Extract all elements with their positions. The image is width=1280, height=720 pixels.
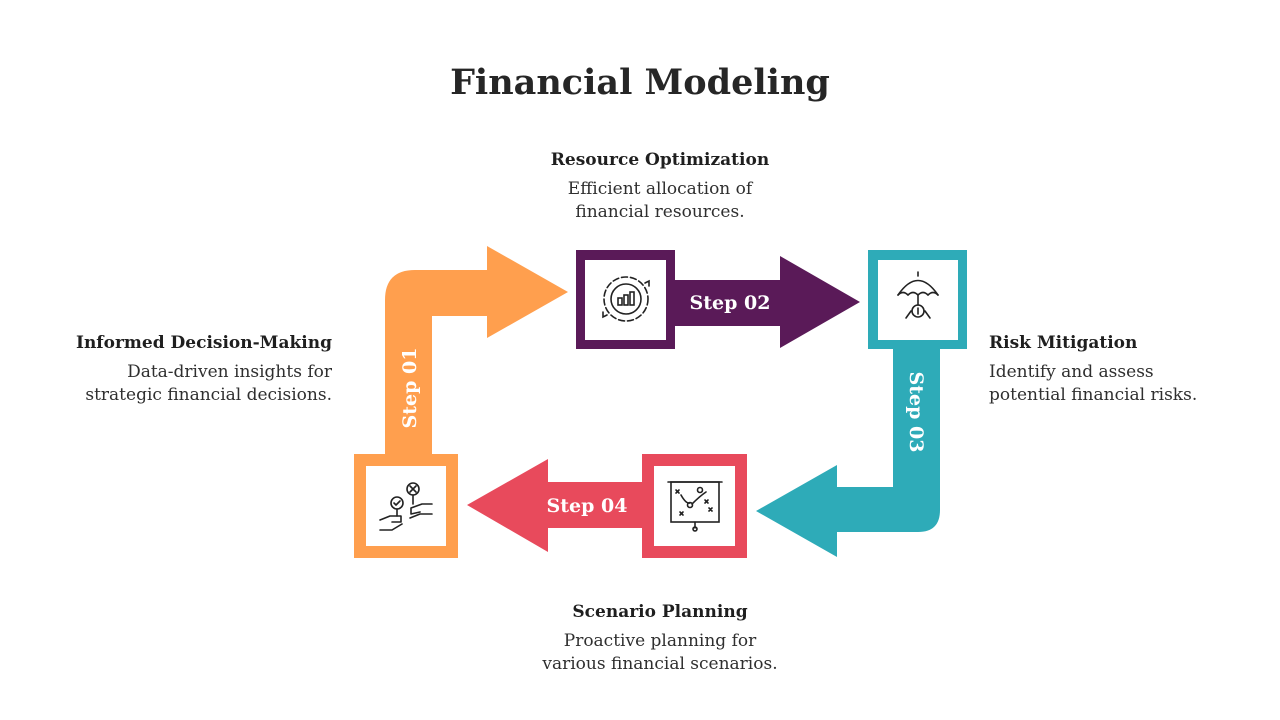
step-01-heading: Informed Decision-Making xyxy=(76,333,332,353)
step-03-text: Risk Mitigation Identify and assess pote… xyxy=(989,333,1269,407)
step-02-description: Efficient allocation of financial resour… xyxy=(567,179,753,222)
step-03-description: Identify and assess potential financial … xyxy=(989,362,1198,405)
strategy-board-icon xyxy=(667,481,723,532)
step-01-text: Informed Decision-Making Data-driven ins… xyxy=(40,333,332,407)
step-04-text: Scenario Planning Proactive planning for… xyxy=(460,602,860,676)
step-01-label: Step 01 xyxy=(399,348,421,429)
page-title: Financial Modeling xyxy=(450,62,830,103)
umbrella-money-icon xyxy=(897,271,939,319)
step-03-label: Step 03 xyxy=(905,372,927,453)
gear-chart-icon xyxy=(602,276,650,322)
step-03-heading: Risk Mitigation xyxy=(989,333,1138,353)
step-04-description: Proactive planning for various financial… xyxy=(542,631,778,674)
step-04-heading: Scenario Planning xyxy=(572,602,748,622)
step-04-label: Step 04 xyxy=(547,495,628,517)
step-01-description: Data-driven insights for strategic finan… xyxy=(85,362,332,405)
step-02-label: Step 02 xyxy=(690,292,771,314)
step-02-text: Resource Optimization Efficient allocati… xyxy=(460,150,860,224)
step-02-arrow: Step 02 xyxy=(576,250,860,349)
step-01-arrow: Step 01 xyxy=(354,246,568,558)
step-02-heading: Resource Optimization xyxy=(550,150,770,170)
decision-hands-icon xyxy=(379,482,433,531)
step-04-arrow: Step 04 xyxy=(467,454,747,558)
